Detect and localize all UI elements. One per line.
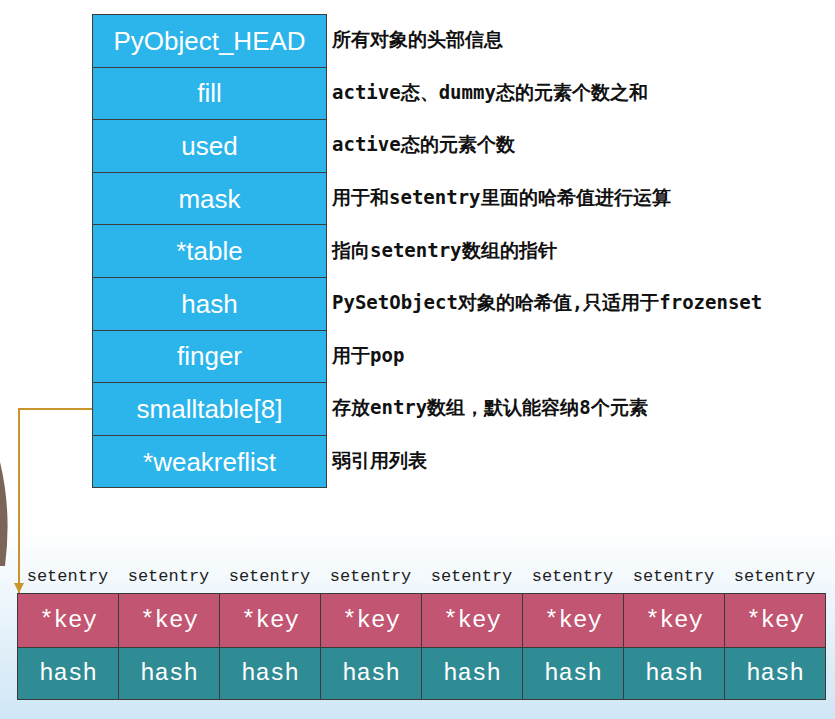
setentry-column: setentry *key hash bbox=[522, 562, 623, 700]
struct-field-box: fill bbox=[92, 67, 327, 121]
field-name: used bbox=[181, 131, 237, 161]
hash-text: hash bbox=[443, 660, 501, 688]
hash-cell: hash bbox=[219, 647, 321, 700]
description-text: 所有对象的头部信息 bbox=[332, 27, 503, 53]
field-name: hash bbox=[181, 289, 237, 319]
field-description: 存放entry数组，默认能容纳8个元素 bbox=[332, 382, 648, 435]
field-name: PyObject_HEAD bbox=[113, 26, 305, 56]
hash-text: hash bbox=[544, 660, 602, 688]
setentry-heading: setentry bbox=[118, 562, 219, 592]
hash-cell: hash bbox=[724, 647, 826, 700]
key-text: *key bbox=[544, 607, 602, 635]
key-text: *key bbox=[645, 607, 703, 635]
struct-field-box: hash bbox=[92, 277, 327, 331]
key-cell: *key bbox=[623, 593, 725, 648]
description-text: PySetObject对象的哈希值,只适用于frozenset bbox=[332, 290, 762, 316]
description-text: 存放entry数组，默认能容纳8个元素 bbox=[332, 395, 648, 421]
description-text: 弱引用列表 bbox=[332, 448, 427, 474]
key-text: *key bbox=[140, 607, 198, 635]
key-cell: *key bbox=[724, 593, 826, 648]
struct-field-box: smalltable[8] bbox=[92, 382, 327, 436]
description-text: active态的元素个数 bbox=[332, 132, 515, 158]
description-text: 指向setentry数组的指针 bbox=[332, 238, 557, 264]
setentry-column: setentry *key hash bbox=[724, 562, 825, 700]
field-name: mask bbox=[178, 184, 240, 214]
hash-cell: hash bbox=[522, 647, 624, 700]
setentry-heading: setentry bbox=[219, 562, 320, 592]
field-name: *table bbox=[176, 236, 243, 266]
field-name: fill bbox=[197, 78, 222, 108]
hash-text: hash bbox=[140, 660, 198, 688]
field-description: 用于和setentry里面的哈希值进行运算 bbox=[332, 172, 671, 225]
hash-cell: hash bbox=[118, 647, 220, 700]
setentry-heading: setentry bbox=[17, 562, 118, 592]
key-text: *key bbox=[443, 607, 501, 635]
key-text: *key bbox=[342, 607, 400, 635]
bottom-ground bbox=[0, 530, 835, 719]
setentry-heading: setentry bbox=[724, 562, 825, 592]
avatar-fragment bbox=[0, 462, 8, 566]
struct-field-box: mask bbox=[92, 172, 327, 226]
key-cell: *key bbox=[320, 593, 422, 648]
field-description: 用于pop bbox=[332, 330, 404, 383]
setentry-column: setentry *key hash bbox=[17, 562, 118, 700]
hash-cell: hash bbox=[623, 647, 725, 700]
field-description: 弱引用列表 bbox=[332, 435, 427, 488]
setentry-heading: setentry bbox=[320, 562, 421, 592]
setentry-heading: setentry bbox=[623, 562, 724, 592]
key-text: *key bbox=[39, 607, 97, 635]
field-description: active态的元素个数 bbox=[332, 119, 515, 172]
setentry-column: setentry *key hash bbox=[118, 562, 219, 700]
struct-field-box: *table bbox=[92, 224, 327, 278]
key-cell: *key bbox=[118, 593, 220, 648]
setentry-heading: setentry bbox=[522, 562, 623, 592]
pointer-arrow bbox=[19, 409, 92, 593]
setentry-column: setentry *key hash bbox=[219, 562, 320, 700]
key-cell: *key bbox=[17, 593, 119, 648]
hash-text: hash bbox=[645, 660, 703, 688]
struct-field-box: used bbox=[92, 119, 327, 173]
field-description: active态、dummy态的元素个数之和 bbox=[332, 67, 648, 120]
field-description: 指向setentry数组的指针 bbox=[332, 224, 557, 277]
struct-field-box: finger bbox=[92, 330, 327, 384]
struct-field-box: *weakreflist bbox=[92, 435, 327, 489]
field-name: *weakreflist bbox=[143, 447, 276, 477]
field-name: smalltable[8] bbox=[137, 394, 283, 424]
field-description: PySetObject对象的哈希值,只适用于frozenset bbox=[332, 277, 762, 330]
struct-field-box: PyObject_HEAD bbox=[92, 14, 327, 68]
hash-text: hash bbox=[746, 660, 804, 688]
description-text: 用于和setentry里面的哈希值进行运算 bbox=[332, 185, 671, 211]
field-name: finger bbox=[177, 341, 242, 371]
description-text: 用于pop bbox=[332, 343, 404, 369]
field-description: 所有对象的头部信息 bbox=[332, 14, 503, 67]
hash-cell: hash bbox=[320, 647, 422, 700]
setentry-column: setentry *key hash bbox=[623, 562, 724, 700]
setentry-column: setentry *key hash bbox=[421, 562, 522, 700]
hash-cell: hash bbox=[421, 647, 523, 700]
key-text: *key bbox=[241, 607, 299, 635]
setentry-column: setentry *key hash bbox=[320, 562, 421, 700]
hash-cell: hash bbox=[17, 647, 119, 700]
hash-text: hash bbox=[39, 660, 97, 688]
key-cell: *key bbox=[421, 593, 523, 648]
setentry-heading: setentry bbox=[421, 562, 522, 592]
hash-text: hash bbox=[342, 660, 400, 688]
description-text: active态、dummy态的元素个数之和 bbox=[332, 80, 648, 106]
key-cell: *key bbox=[522, 593, 624, 648]
hash-text: hash bbox=[241, 660, 299, 688]
key-text: *key bbox=[746, 607, 804, 635]
key-cell: *key bbox=[219, 593, 321, 648]
